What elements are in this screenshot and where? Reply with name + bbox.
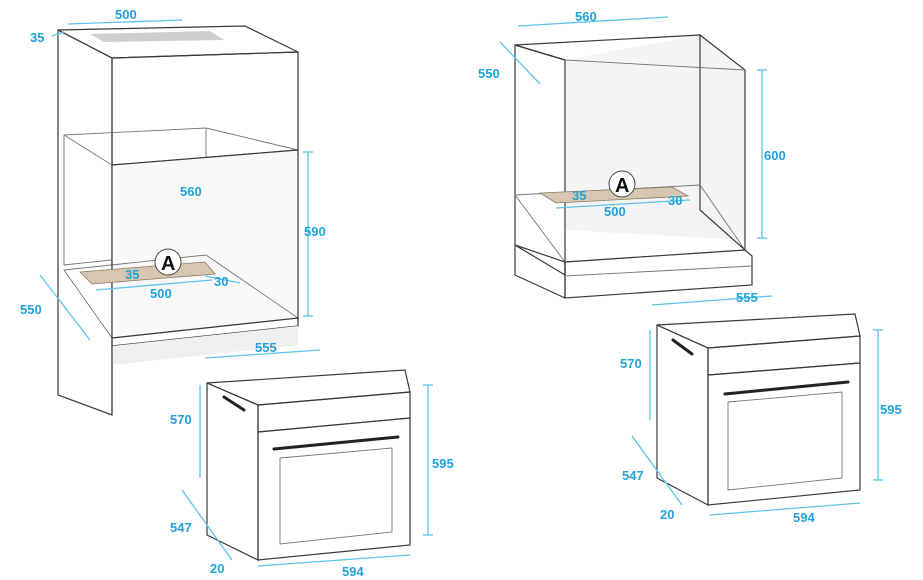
dim-oven-right-20: 20: [660, 507, 674, 522]
dim-tall-35-top: 35: [30, 30, 44, 45]
under-counter-dimensions: 560 550 600 35 500 30: [478, 9, 786, 239]
dim-uc-600: 600: [764, 148, 786, 163]
oven-left: [206, 369, 411, 561]
tall-unit-dimensions: 500 35 560 590 550 35 500 30: [20, 7, 326, 341]
dim-oven-right-547: 547: [622, 468, 644, 483]
dim-oven-left-595: 595: [432, 456, 454, 471]
dim-oven-right-555: 555: [736, 290, 758, 305]
oven-door-handle: [272, 435, 400, 451]
dim-uc-vent-35: 35: [572, 188, 586, 203]
oven-right: [656, 313, 861, 506]
dim-oven-left-547: 547: [170, 520, 192, 535]
under-counter-cabinet: A: [514, 33, 753, 299]
dim-oven-left-594: 594: [342, 564, 364, 579]
dim-oven-left-555: 555: [255, 340, 277, 355]
dim-oven-left-20: 20: [210, 561, 224, 576]
oven-door-handle: [723, 380, 850, 396]
dim-tall-590: 590: [304, 224, 326, 239]
vent-marker-label: A: [615, 175, 629, 197]
dim-tall-560: 560: [180, 184, 202, 199]
oven-left-dimensions: 555 570 595 547 20 594: [170, 340, 454, 579]
dim-oven-right-570: 570: [620, 356, 642, 371]
tall-unit-cabinet: A: [57, 25, 300, 416]
dim-oven-left-570: 570: [170, 412, 192, 427]
dim-tall-vent-500: 500: [150, 286, 172, 301]
vent-marker-circle: [608, 170, 636, 198]
vent-marker-label: A: [161, 253, 175, 275]
dim-oven-right-595: 595: [880, 402, 902, 417]
dim-tall-550: 550: [20, 302, 42, 317]
oven-right-dimensions: 555 570 595 547 20 594: [620, 290, 902, 525]
dim-oven-right-594: 594: [793, 510, 815, 525]
dim-tall-500-top: 500: [115, 7, 137, 22]
dim-uc-vent-500: 500: [604, 204, 626, 219]
dim-tall-vent-35: 35: [125, 267, 139, 282]
dim-tall-vent-30: 30: [214, 274, 228, 289]
dim-uc-vent-30: 30: [668, 193, 682, 208]
vent-marker-circle: [154, 248, 182, 276]
dim-uc-560: 560: [575, 9, 597, 24]
dim-uc-550: 550: [478, 66, 500, 81]
